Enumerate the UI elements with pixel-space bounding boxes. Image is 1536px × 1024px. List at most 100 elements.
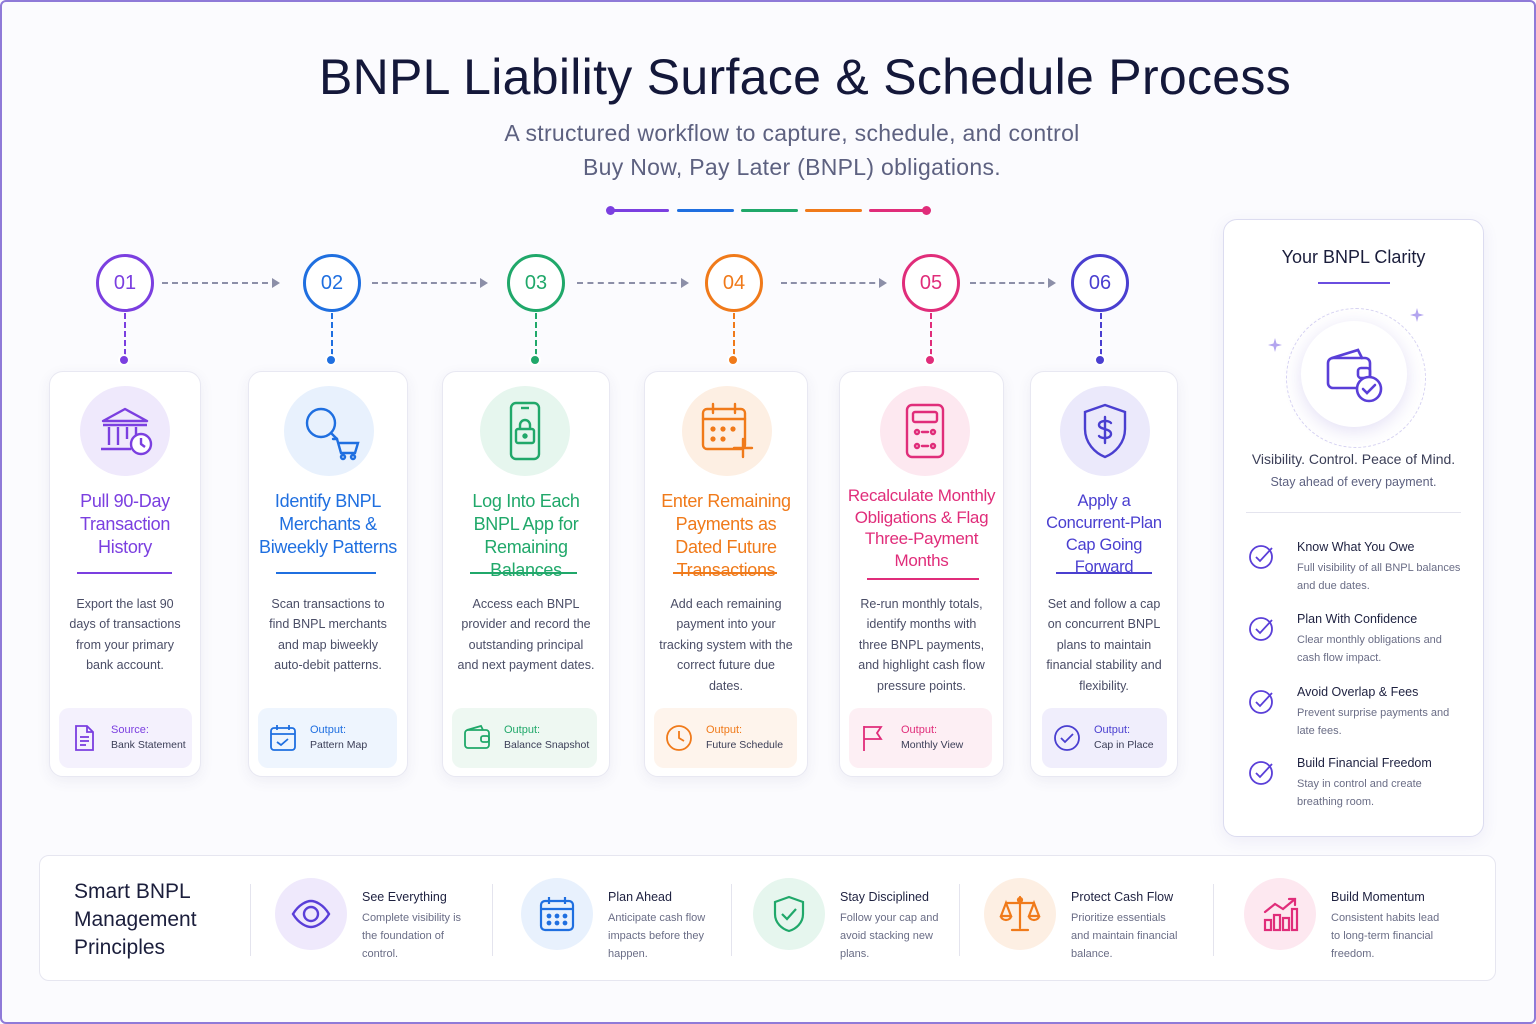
principle-item-2: Plan Ahead Anticipate cash flow impacts …	[521, 878, 731, 960]
sparkle-icon	[1410, 308, 1424, 322]
output-value-5: Monthly View	[901, 739, 964, 751]
output-label-1: Source:	[111, 724, 149, 736]
connector-dot-5	[924, 354, 936, 366]
benefit-desc-3: Prevent surprise payments and late fees.	[1297, 707, 1450, 737]
clarity-panel: Your BNPL Clarity Visibility. Control. P…	[1223, 219, 1484, 837]
step-title-5: Recalculate Monthly Obligations & Flag T…	[847, 486, 996, 570]
check-circle-icon	[1249, 690, 1273, 714]
check-circle-icon	[1052, 723, 1082, 753]
benefit-title-3: Avoid Overlap & Fees	[1297, 685, 1419, 699]
principle-desc-1: Complete visibility is the foundation of…	[362, 912, 462, 960]
connector-2	[331, 313, 333, 355]
scales-icon	[984, 878, 1056, 950]
output-value-3: Balance Snapshot	[504, 739, 590, 751]
step-number-4: 04	[705, 254, 763, 312]
benefit-item-2: Plan With Confidence Clear monthly oblig…	[1248, 612, 1471, 672]
step-output-4: Output: Future Schedule	[654, 708, 797, 768]
principle-item-3: Stay Disciplined Follow your cap and avo…	[753, 878, 963, 960]
principle-title-2: Plan Ahead	[608, 890, 672, 904]
benefit-title-1: Know What You Owe	[1297, 540, 1415, 554]
output-label-4: Output:	[706, 724, 743, 736]
panel-tagline: Visibility. Control. Peace of Mind.	[1251, 451, 1456, 467]
flow-arrow-5-6	[970, 278, 1056, 288]
output-label-6: Output:	[1094, 724, 1131, 736]
connector-dot-6	[1094, 354, 1106, 366]
step-number-5: 05	[902, 254, 960, 312]
step-title-6: Apply a Concurrent-Plan Cap Going Forwar…	[1046, 492, 1162, 576]
output-value-4: Future Schedule	[706, 739, 784, 751]
step-number-6: 06	[1071, 254, 1129, 312]
step-title-4: Enter Remaining Payments as Dated Future…	[661, 491, 791, 580]
connector-4	[733, 313, 735, 355]
flow-arrow-2-3	[372, 278, 488, 288]
check-circle-icon	[1249, 761, 1273, 785]
benefit-desc-1: Full visibility of all BNPL balances and…	[1297, 562, 1461, 592]
principle-item-1: See Everything Complete visibility is th…	[275, 878, 485, 960]
benefit-desc-2: Clear monthly obligations and cash flow …	[1297, 634, 1442, 664]
output-value-6: Cap in Place	[1094, 739, 1154, 751]
principle-desc-2: Anticipate cash flow impacts before they…	[608, 912, 706, 960]
connector-3	[535, 313, 537, 355]
output-label-2: Output:	[310, 724, 347, 736]
check-circle-icon	[1249, 545, 1273, 569]
connector-dot-4	[727, 354, 739, 366]
output-label-5: Output:	[901, 724, 938, 736]
clock-icon	[664, 723, 694, 753]
output-label-3: Output:	[504, 724, 541, 736]
flow-arrow-1-2	[162, 278, 280, 288]
calendar-icon	[521, 878, 593, 950]
step-output-1: Source: Bank Statement	[59, 708, 192, 768]
step-description-4: Add each remaining payment into your tra…	[659, 597, 793, 693]
step-description-2: Scan transactions to find BNPL merchants…	[269, 597, 387, 673]
page-subtitle-line2: Buy Now, Pay Later (BNPL) obligations.	[583, 154, 1001, 180]
principle-desc-4: Prioritize essentials and maintain finan…	[1071, 912, 1178, 960]
output-value-1: Bank Statement	[111, 739, 186, 751]
search-cart-icon	[284, 386, 374, 476]
flag-icon	[859, 723, 889, 753]
principle-item-4: Protect Cash Flow Prioritize essentials …	[984, 878, 1204, 960]
wallet-check-icon	[1301, 321, 1407, 427]
check-circle-icon	[1249, 617, 1273, 641]
principle-desc-5: Consistent habits lead to long-term fina…	[1331, 912, 1440, 960]
connector-dot-1	[118, 354, 130, 366]
shield-check-icon	[753, 878, 825, 950]
calculator-icon	[880, 386, 970, 476]
principle-desc-3: Follow your cap and avoid stacking new p…	[840, 912, 939, 960]
principles-heading: Smart BNPL Management Principles	[74, 880, 197, 959]
document-icon	[69, 723, 99, 753]
benefit-item-3: Avoid Overlap & Fees Prevent surprise pa…	[1248, 685, 1471, 745]
benefit-title-4: Build Financial Freedom	[1297, 756, 1432, 770]
step-card-1: Pull 90-Day Transaction History Export t…	[49, 371, 201, 777]
page-title: BNPL Liability Surface & Schedule Proces…	[318, 49, 1292, 105]
calendar-plus-icon	[682, 386, 772, 476]
benefit-item-4: Build Financial Freedom Stay in control …	[1248, 756, 1471, 816]
principle-item-5: Build Momentum Consistent habits lead to…	[1244, 878, 1464, 960]
benefit-item-1: Know What You Owe Full visibility of all…	[1248, 540, 1471, 600]
principle-title-5: Build Momentum	[1331, 890, 1425, 904]
benefit-desc-4: Stay in control and create breathing roo…	[1297, 778, 1422, 808]
calendar-check-icon	[268, 723, 298, 753]
connector-1	[124, 313, 126, 355]
sparkle-icon	[1268, 338, 1282, 352]
step-title-2: Identify BNPL Merchants & Biweekly Patte…	[259, 491, 397, 557]
step-output-2: Output: Pattern Map	[258, 708, 397, 768]
step-card-6: Apply a Concurrent-Plan Cap Going Forwar…	[1030, 371, 1178, 777]
step-title-1: Pull 90-Day Transaction History	[79, 491, 171, 557]
growth-chart-icon	[1244, 878, 1316, 950]
step-description-3: Access each BNPL provider and record the…	[457, 597, 595, 673]
step-description-5: Re-run monthly totals, identify months w…	[858, 597, 985, 693]
panel-subtagline: Stay ahead of every payment.	[1270, 475, 1437, 489]
wallet-icon	[462, 723, 492, 753]
principles-band: Smart BNPL Management Principles See Eve…	[39, 855, 1496, 981]
step-output-5: Output: Monthly View	[849, 708, 992, 768]
step-number-1: 01	[96, 254, 154, 312]
page-subtitle-line1: A structured workflow to capture, schedu…	[504, 120, 1080, 146]
benefit-title-2: Plan With Confidence	[1297, 612, 1418, 626]
step-description-6: Set and follow a cap on concurrent BNPL …	[1046, 597, 1162, 693]
connector-6	[1100, 313, 1102, 355]
principle-title-4: Protect Cash Flow	[1071, 890, 1174, 904]
principle-title-1: See Everything	[362, 890, 447, 904]
step-title-3: Log Into Each BNPL App for Remaining Bal…	[472, 491, 580, 580]
eye-icon	[275, 878, 347, 950]
step-output-3: Output: Balance Snapshot	[452, 708, 597, 768]
